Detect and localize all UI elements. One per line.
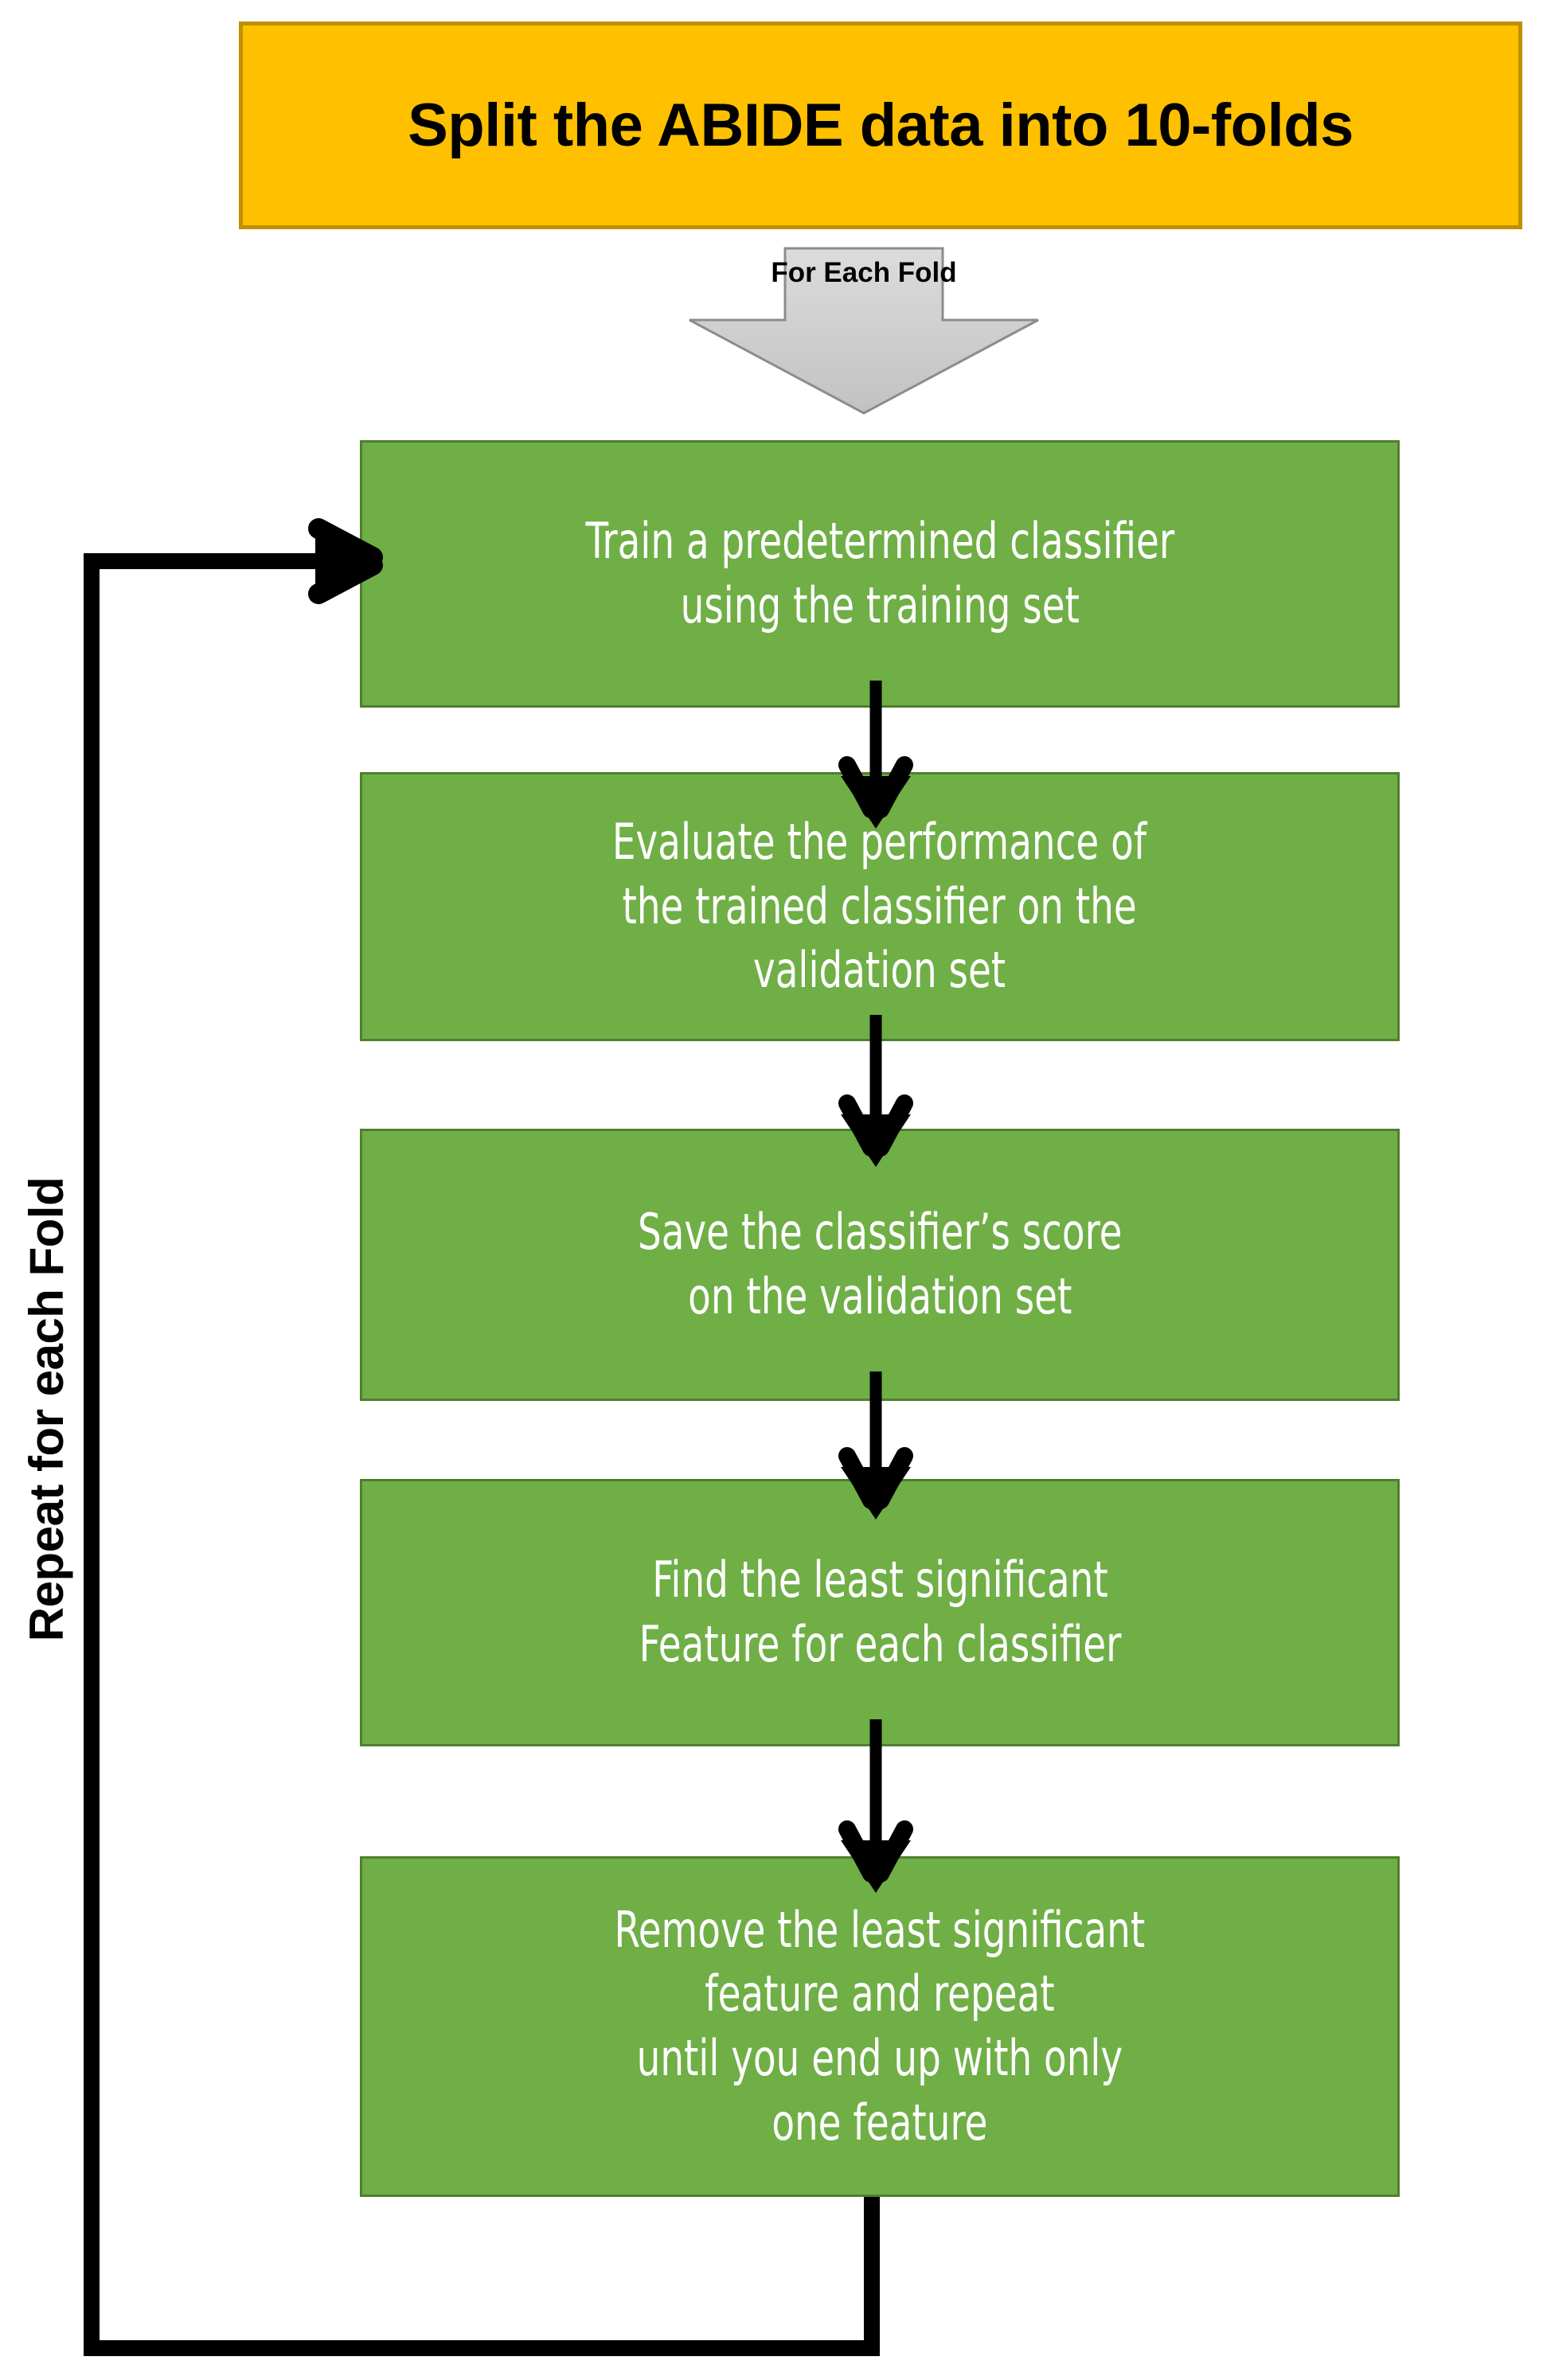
process-box-save-score[interactable]: Save the classifier’s score on the valid… bbox=[360, 1129, 1400, 1401]
process-box-remove-least-significant[interactable]: Remove the least significant feature and… bbox=[360, 1856, 1400, 2197]
connector-arrow-train-to-evaluate bbox=[812, 681, 939, 832]
process-box-find-least-significant[interactable]: Find the least significant Feature for e… bbox=[360, 1479, 1400, 1746]
process-box-evaluate-label: Evaluate the performance of the trained … bbox=[612, 813, 1147, 1000]
connector-arrow-evaluate-to-save-score bbox=[812, 1015, 939, 1170]
repeat-for-each-fold-text: Repeat for each Fold bbox=[20, 1176, 74, 1641]
repeat-for-each-fold-label: Repeat for each Fold bbox=[11, 1067, 83, 1751]
feedback-loop-arrow bbox=[64, 494, 987, 2380]
process-box-find-least-significant-label: Find the least significant Feature for e… bbox=[639, 1551, 1121, 1673]
for-each-fold-block-arrow: For Each Fold bbox=[685, 239, 1043, 418]
process-box-train[interactable]: Train a predetermined classifier using t… bbox=[360, 440, 1400, 708]
title-box: Split the ABIDE data into 10-folds bbox=[239, 21, 1522, 229]
process-box-train-label: Train a predetermined classifier using t… bbox=[585, 512, 1174, 634]
connector-arrow-find-to-remove bbox=[812, 1719, 939, 1896]
process-box-save-score-label: Save the classifier’s score on the valid… bbox=[637, 1203, 1123, 1325]
process-box-remove-least-significant-label: Remove the least significant feature and… bbox=[614, 1900, 1146, 2152]
title-text: Split the ABIDE data into 10-folds bbox=[408, 91, 1354, 159]
connector-arrow-save-score-to-find bbox=[812, 1371, 939, 1523]
